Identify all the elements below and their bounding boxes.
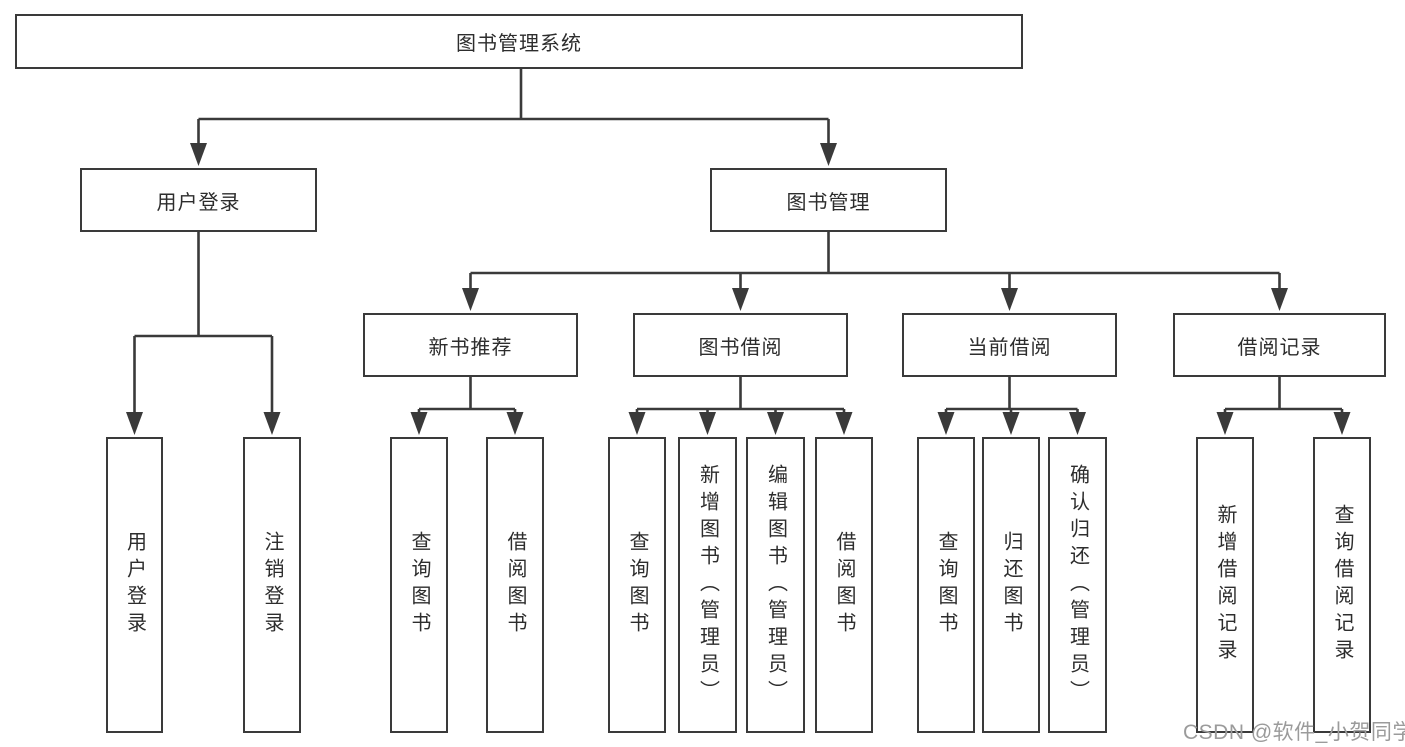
connector-book-borrow-to-leaves bbox=[628, 377, 853, 435]
node-label: 新书推荐 bbox=[428, 336, 513, 359]
connector-line bbox=[1223, 377, 1344, 417]
node-label: 查询图书 bbox=[935, 531, 957, 639]
leaf-newrec-query-book: 查询图书 bbox=[390, 437, 448, 733]
node-borrow-records: 借阅记录 bbox=[1173, 313, 1386, 377]
node-label: 注销登录 bbox=[261, 531, 283, 639]
arrowhead-down-icon bbox=[937, 412, 955, 435]
connector-line bbox=[944, 377, 1079, 417]
node-new-book-recommend: 新书推荐 bbox=[363, 313, 578, 377]
node-label: 借阅图书 bbox=[504, 531, 526, 639]
node-label: 借阅图书 bbox=[833, 531, 855, 639]
arrowhead-down-icon bbox=[126, 412, 143, 435]
arrowhead-down-icon bbox=[732, 288, 749, 311]
leaf-edit-book-admin: 编辑图书（管理员） bbox=[746, 437, 805, 733]
node-library-management-system: 图书管理系统 bbox=[15, 14, 1023, 69]
connector-borrow-records-to-leaves bbox=[1216, 377, 1351, 435]
node-label: 图书借阅 bbox=[698, 336, 783, 359]
node-label: 借阅记录 bbox=[1237, 336, 1322, 359]
arrowhead-down-icon bbox=[1271, 288, 1288, 311]
node-label: 新增图书（管理员） bbox=[696, 463, 719, 707]
node-label: 归还图书 bbox=[1000, 531, 1022, 639]
connector-line bbox=[133, 232, 274, 417]
connector-new-book-recommend-to-leaves bbox=[410, 377, 524, 435]
leaf-query-borrow-record: 查询借阅记录 bbox=[1313, 437, 1371, 733]
arrowhead-down-icon bbox=[1001, 288, 1018, 311]
arrowhead-down-icon bbox=[1002, 412, 1020, 435]
arrowhead-down-icon bbox=[699, 412, 716, 435]
node-label: 用户登录 bbox=[123, 531, 146, 639]
leaf-return-book: 归还图书 bbox=[982, 437, 1040, 733]
leaf-current-query-book: 查询图书 bbox=[917, 437, 975, 733]
leaf-user-login: 用户登录 bbox=[106, 437, 163, 733]
connector-user-login-to-leaves bbox=[126, 232, 281, 435]
leaf-add-borrow-record: 新增借阅记录 bbox=[1196, 437, 1254, 733]
connector-line bbox=[417, 377, 517, 417]
arrowhead-down-icon bbox=[1069, 412, 1086, 435]
node-label: 查询图书 bbox=[408, 531, 430, 639]
arrowhead-down-icon bbox=[1216, 412, 1234, 435]
node-current-borrow: 当前借阅 bbox=[902, 313, 1117, 377]
node-label: 编辑图书（管理员） bbox=[764, 463, 787, 707]
arrowhead-down-icon bbox=[190, 143, 207, 166]
node-label: 图书管理系统 bbox=[456, 33, 582, 55]
arrowhead-down-icon bbox=[506, 412, 524, 435]
connector-book-management-to-level3 bbox=[462, 232, 1288, 311]
connector-line bbox=[635, 377, 846, 417]
connector-line bbox=[197, 69, 830, 148]
connector-root-to-level2 bbox=[190, 69, 837, 166]
node-user-login: 用户登录 bbox=[80, 168, 317, 232]
node-label: 查询借阅记录 bbox=[1331, 504, 1353, 666]
arrowhead-down-icon bbox=[767, 412, 784, 435]
connector-current-borrow-to-leaves bbox=[937, 377, 1086, 435]
node-label: 当前借阅 bbox=[967, 336, 1052, 359]
node-book-borrow: 图书借阅 bbox=[633, 313, 848, 377]
arrowhead-down-icon bbox=[410, 412, 428, 435]
arrowhead-down-icon bbox=[1333, 412, 1351, 435]
leaf-newrec-borrow-book: 借阅图书 bbox=[486, 437, 544, 733]
leaf-borrow-query-book: 查询图书 bbox=[608, 437, 666, 733]
arrowhead-down-icon bbox=[820, 143, 837, 166]
node-book-management: 图书管理 bbox=[710, 168, 947, 232]
node-label: 查询图书 bbox=[626, 531, 648, 639]
leaf-borrow-book: 借阅图书 bbox=[815, 437, 873, 733]
arrowhead-down-icon bbox=[263, 412, 281, 435]
arrowhead-down-icon bbox=[462, 288, 479, 311]
arrowhead-down-icon bbox=[835, 412, 853, 435]
node-label: 图书管理 bbox=[786, 191, 871, 214]
arrowhead-down-icon bbox=[628, 412, 646, 435]
leaf-add-book-admin: 新增图书（管理员） bbox=[678, 437, 737, 733]
node-label: 用户登录 bbox=[156, 191, 241, 214]
leaf-logout: 注销登录 bbox=[243, 437, 301, 733]
csdn-watermark: CSDN @软件_小贺同学 bbox=[1183, 721, 1405, 744]
node-label: 新增借阅记录 bbox=[1214, 504, 1236, 666]
leaf-confirm-return-admin: 确认归还（管理员） bbox=[1048, 437, 1107, 733]
node-label: 确认归还（管理员） bbox=[1066, 463, 1089, 707]
connector-line bbox=[469, 232, 1281, 293]
